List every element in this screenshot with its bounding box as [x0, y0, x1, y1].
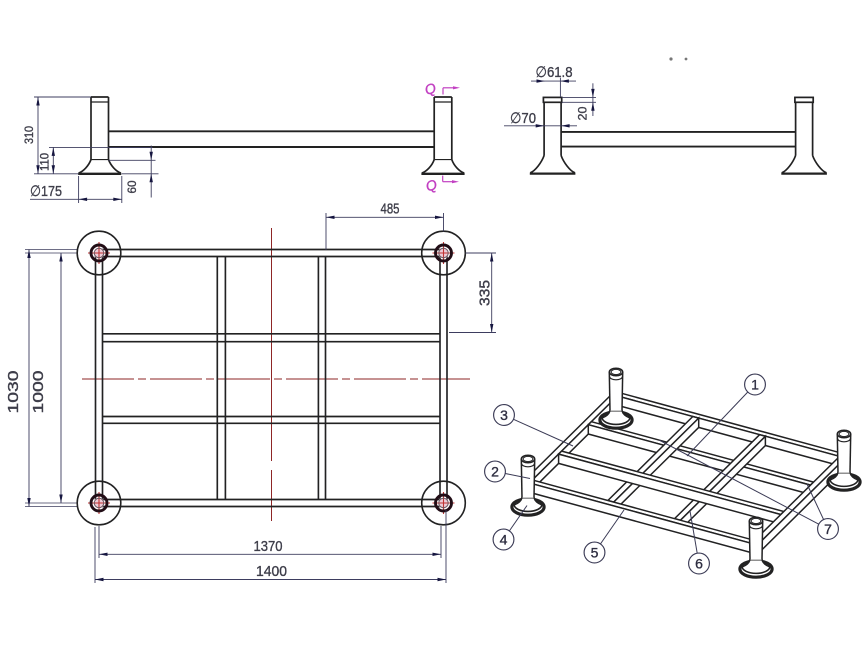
- svg-text:Q: Q: [424, 176, 439, 194]
- svg-text:1400: 1400: [256, 563, 287, 580]
- svg-text:∅175: ∅175: [30, 183, 62, 200]
- svg-text:110: 110: [38, 153, 52, 171]
- svg-text:3: 3: [500, 407, 508, 423]
- svg-text:5: 5: [591, 544, 599, 560]
- svg-text:1: 1: [751, 376, 759, 392]
- svg-text:485: 485: [381, 201, 400, 218]
- svg-text:Q: Q: [423, 80, 438, 98]
- svg-text:1000: 1000: [31, 371, 47, 414]
- svg-text:1370: 1370: [254, 538, 283, 555]
- svg-text:∅70: ∅70: [510, 110, 536, 127]
- svg-text:∅61.8: ∅61.8: [536, 64, 573, 81]
- svg-text:1030: 1030: [6, 371, 22, 414]
- svg-text:335: 335: [477, 280, 494, 306]
- svg-text:6: 6: [695, 555, 703, 571]
- svg-text:310: 310: [22, 126, 36, 144]
- svg-text:20: 20: [576, 106, 590, 120]
- svg-text:4: 4: [500, 531, 508, 547]
- svg-text:60: 60: [125, 180, 139, 193]
- svg-text:7: 7: [824, 521, 832, 537]
- svg-text:2: 2: [491, 463, 499, 479]
